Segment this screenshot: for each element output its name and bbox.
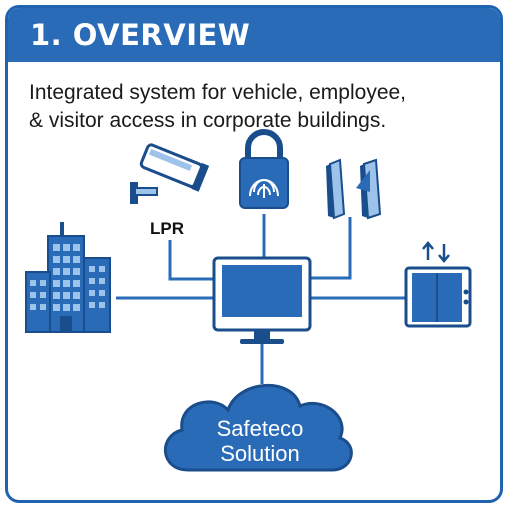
turnstile-connector [310, 217, 352, 280]
description-line-2: & visitor access in corporate buildings. [29, 109, 387, 132]
elevator-icon [404, 241, 472, 328]
description: Integrated system for vehicle, employee,… [29, 79, 499, 135]
lpr-label: LPR [150, 219, 184, 238]
lpr-connector [168, 240, 214, 281]
access-control-diagram: LPR [25, 129, 472, 472]
header-bar: 1. OVERVIEW [8, 8, 500, 62]
cloud-icon [164, 383, 353, 472]
office-building-icon [25, 222, 111, 333]
turnstile-icon [326, 158, 382, 220]
fingerprint-lock-icon [239, 129, 289, 209]
connector-lines [116, 214, 406, 384]
monitor-icon [212, 256, 312, 344]
lpr-camera-icon [130, 143, 210, 204]
description-line-1: Integrated system for vehicle, employee, [29, 81, 407, 104]
page-title: 1. OVERVIEW [30, 18, 251, 52]
cloud-label-line-1: Safeteco [217, 416, 304, 441]
cloud-label-line-2: Solution [220, 441, 300, 466]
